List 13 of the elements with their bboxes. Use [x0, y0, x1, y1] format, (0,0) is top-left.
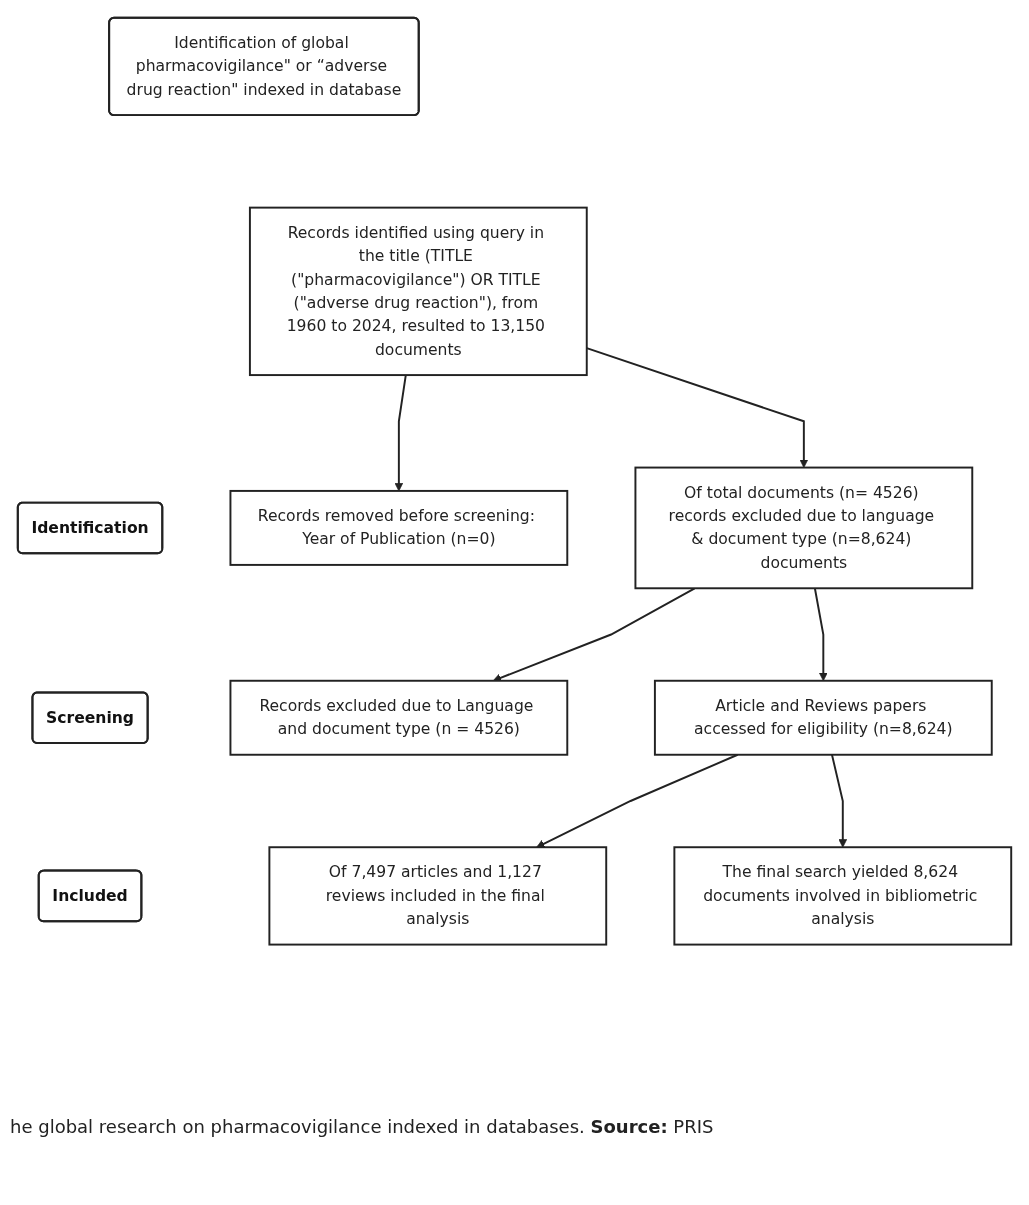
node-box: Article and Reviews papers accessed for eligibility (n=8,624): [653, 679, 993, 756]
node-box: Of total documents (n= 4526) records excluded due to language & document type (n=8,624) documents: [634, 466, 974, 590]
node-box: Records removed before screening: Year of Publication (n=0): [229, 489, 569, 566]
node-box: Records identified using query in the title (TITLE ("pharmacovigilance") OR TITLE ("adverse drug reaction"), from 1960 to 2024, resulted to 13,150 documents: [248, 206, 588, 377]
arrow: [831, 753, 848, 848]
arrow: [394, 374, 407, 492]
arrow: [536, 753, 739, 848]
caption: he global research on pharmacovigilance indexed in databases. Source: PRIS: [10, 1115, 715, 1139]
arrow: [492, 587, 696, 682]
node-box: The final search yielded 8,624 documents involved in bibliometric analysis: [673, 846, 1013, 946]
node-box: Records excluded due to Language and document type (n = 4526): [229, 679, 569, 756]
arrow: [813, 587, 828, 682]
node-box: Of 7,497 articles and 1,127 reviews included in the final analysis: [268, 846, 608, 946]
